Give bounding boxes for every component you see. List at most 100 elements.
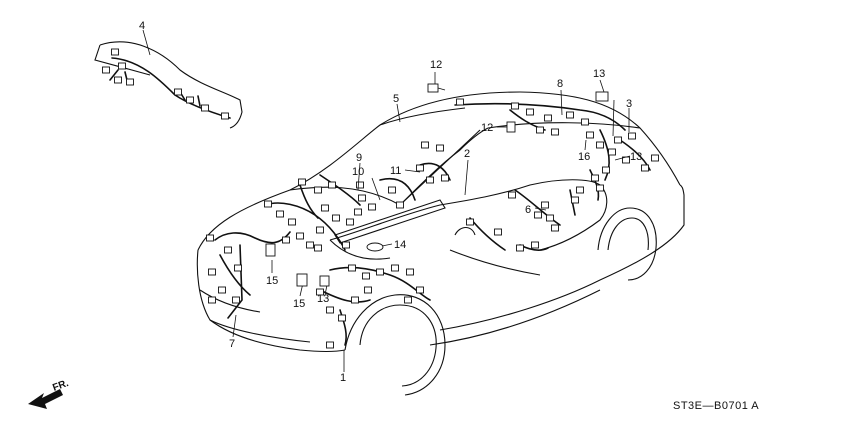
connector-box [102, 66, 110, 74]
connector-box [651, 154, 659, 162]
connector-box [338, 314, 346, 322]
connector-box [541, 201, 549, 209]
callout-3: 3 [626, 98, 632, 110]
connector-box [581, 118, 589, 126]
connector-box [221, 112, 229, 120]
connector-box [576, 186, 584, 194]
bolt-15-left [265, 243, 276, 257]
rear-wheel [597, 207, 657, 281]
connector-box [628, 132, 636, 140]
connector-box [396, 201, 404, 209]
callout-13-bottom: 13 [317, 293, 329, 305]
connector-box [296, 232, 304, 240]
callout-4: 4 [139, 20, 145, 32]
bolt-12-top [427, 83, 446, 93]
connector-box [536, 126, 544, 134]
connector-box [456, 98, 464, 106]
connector-box [114, 76, 122, 84]
connector-box [306, 241, 314, 249]
connector-box [314, 244, 322, 252]
connector-box [406, 268, 414, 276]
connector-box [326, 306, 334, 314]
connector-box [531, 241, 539, 249]
connector-box [276, 210, 284, 218]
connector-box [466, 218, 474, 226]
connector-box [586, 131, 594, 139]
connector-box [364, 286, 372, 294]
connector-box [314, 186, 322, 194]
connector-box [332, 214, 340, 222]
connector-box [388, 186, 396, 194]
connector-box [376, 268, 384, 276]
callout-11: 11 [390, 165, 401, 177]
connector-box [421, 141, 429, 149]
front-wheel [344, 294, 446, 396]
front-direction-arrow: FR. [28, 378, 70, 409]
connector-box [508, 191, 516, 199]
connector-box [426, 176, 434, 184]
connector-box [234, 264, 242, 272]
connector-box [641, 164, 649, 172]
connector-box [321, 204, 329, 212]
callout-7: 7 [229, 338, 235, 350]
connector-set [102, 48, 659, 349]
connector-box [416, 286, 424, 294]
connector-box [391, 264, 399, 272]
connector-box [544, 114, 552, 122]
bolt-13-bottom [319, 275, 330, 287]
connector-box [326, 341, 334, 349]
car-body-outline [196, 91, 685, 353]
connector-box [362, 272, 370, 280]
callout-10: 10 [352, 166, 364, 178]
callout-16: 16 [578, 151, 590, 163]
connector-box [201, 104, 209, 112]
connector-box [534, 211, 542, 219]
connector-box [546, 214, 554, 222]
connector-box [288, 218, 296, 226]
connector-box [174, 88, 182, 96]
callout-13-right: 13 [630, 151, 642, 163]
callout-5: 5 [393, 93, 399, 105]
connector-box [346, 218, 354, 226]
connector-box [282, 236, 290, 244]
connector-box [298, 178, 306, 186]
connector-box [602, 166, 610, 174]
connector-box [591, 174, 599, 182]
callout-6: 6 [525, 204, 531, 216]
callout-12-top: 12 [430, 59, 442, 71]
connector-box [516, 244, 524, 252]
connector-box [551, 224, 559, 232]
connector-box [208, 268, 216, 276]
connector-box [218, 286, 226, 294]
connector-box [224, 246, 232, 254]
connector-box [596, 184, 604, 192]
connector-box [316, 288, 324, 296]
connector-box [342, 241, 350, 249]
callout-9: 9 [356, 152, 362, 164]
connector-box [614, 136, 622, 144]
connector-box [351, 296, 359, 304]
connector-box [232, 296, 240, 304]
connector-box [494, 228, 502, 236]
connector-box [441, 174, 449, 182]
callout-14: 14 [394, 239, 406, 251]
connector-box [511, 102, 519, 110]
connector-box [596, 141, 604, 149]
connector-box [354, 208, 362, 216]
callout-leaders [142, 29, 631, 372]
connector-box [111, 48, 119, 56]
callout-12-mid: 12 [481, 122, 493, 134]
callout-2: 2 [464, 148, 470, 160]
connector-box [416, 164, 424, 172]
callout-13-top: 13 [593, 68, 605, 80]
connector-box [608, 148, 616, 156]
connector-box [358, 194, 366, 202]
connector-box [368, 203, 376, 211]
bolt-13-top [595, 91, 609, 102]
connector-box [328, 181, 336, 189]
callout-labels: 4 12 13 8 5 3 12 2 9 16 13 10 11 6 14 15… [139, 20, 642, 384]
connector-box [186, 96, 194, 104]
diagram-code: ST3E—B0701 A [673, 400, 759, 412]
callout-1: 1 [340, 372, 346, 384]
